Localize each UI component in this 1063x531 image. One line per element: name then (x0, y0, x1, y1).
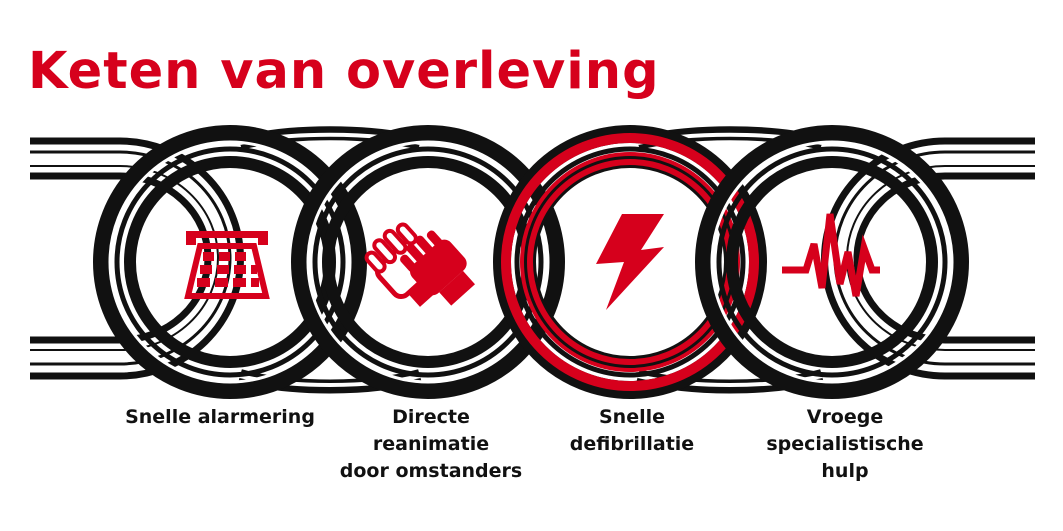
caption-defibrillation: Snelle defibrillatie (569, 406, 695, 455)
chain-ring-defibrillation (493, 125, 767, 399)
page-title: Keten van overleving (28, 42, 660, 101)
lightning-bolt-icon (596, 214, 664, 310)
hands-icon (364, 222, 475, 307)
heartbeat-icon (782, 213, 880, 297)
chain-ring-specialist-care (695, 125, 969, 399)
caption-alarm: Snelle alarmering (125, 406, 315, 428)
caption-specialist-care: Vroege specialistische hulp (766, 406, 924, 482)
chain-ring-alarm (93, 125, 367, 399)
caption-cpr: Directe reanimatie door omstanders (339, 406, 523, 482)
telephone-icon (184, 231, 270, 299)
